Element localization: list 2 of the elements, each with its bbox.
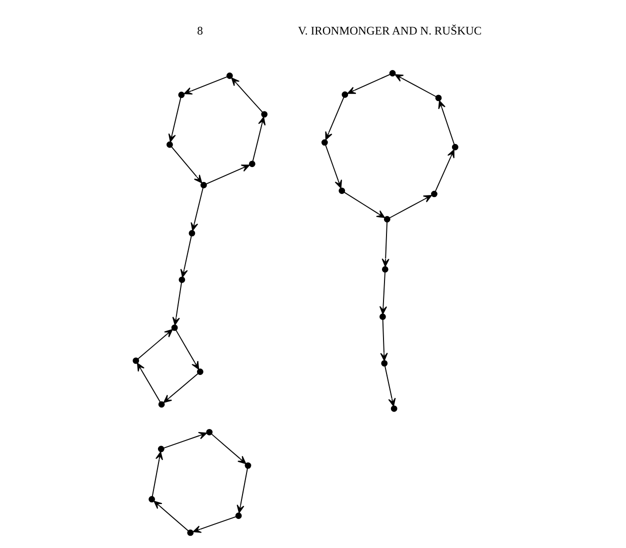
label: V. IRONMONGER AND N. RUŠKUC <box>297 24 482 38</box>
label: 8 <box>196 24 202 38</box>
